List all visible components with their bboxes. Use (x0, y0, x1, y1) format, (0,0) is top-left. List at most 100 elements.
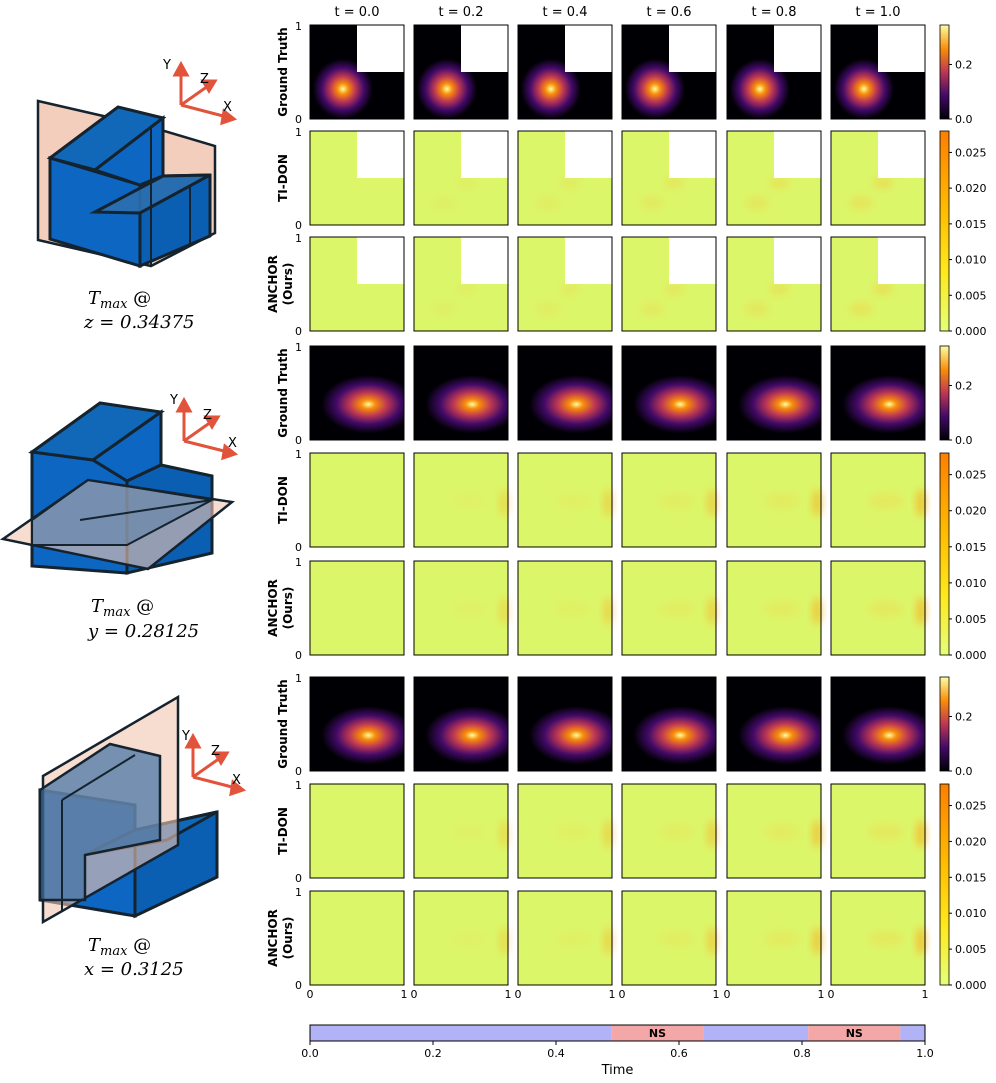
time-label: t = 1.0 (856, 5, 901, 20)
panel-frame (413, 130, 509, 226)
axis-z-letter: Z (211, 744, 220, 759)
colorbar-tick-label: 0.010 (955, 907, 987, 920)
y-tick-label: 0 (295, 979, 302, 992)
panel-frame (621, 783, 717, 879)
caption-line2: y = 0.28125 (87, 621, 199, 642)
y-tick-label: 0 (295, 219, 302, 232)
error-blob (560, 283, 580, 295)
error-blob (707, 489, 717, 517)
x-tick-label: 1 (818, 988, 825, 1001)
panel-frame (517, 783, 613, 879)
panel-frame (621, 676, 717, 772)
cutout-region (357, 25, 404, 72)
error-blob (769, 177, 789, 189)
heatmap-panel (621, 130, 717, 226)
cutout-region (461, 131, 508, 178)
error-field (310, 453, 404, 547)
error-blob (640, 302, 664, 316)
cutout-region (461, 25, 508, 72)
heatmap-field (414, 346, 508, 440)
heatmap-panel (309, 560, 405, 656)
cutout-region (357, 237, 404, 284)
heatmap-panel (621, 676, 717, 772)
colorbar-gradient (939, 452, 950, 656)
error-blob (555, 931, 591, 947)
row-label: ANCHOR (266, 909, 280, 967)
caption-line2: z = 0.34375 (83, 312, 194, 333)
y-tick-label: 0 (295, 434, 302, 447)
cutout-region (878, 237, 925, 284)
heatmap-panel (830, 236, 926, 332)
heatmap-panel (309, 452, 405, 548)
error-blob (432, 196, 456, 210)
error-blob (499, 820, 509, 848)
error-blob (745, 196, 769, 210)
colorbar-tick-label: 0.020 (955, 835, 987, 848)
timeline-xlabel: Time (601, 1063, 634, 1078)
time-label: t = 0.8 (752, 5, 797, 20)
x-tick-label: 0 (724, 988, 731, 1001)
heatmap-panel (517, 452, 613, 548)
error-blob (812, 489, 822, 517)
heatmap-panel (309, 345, 405, 441)
colorbar-tick-label: 0.020 (955, 182, 987, 195)
caption-line1: Tmax @ (91, 596, 154, 620)
heatmap-panel (517, 236, 613, 332)
row-label: Ground Truth (276, 27, 290, 116)
cutout-region (878, 131, 925, 178)
error-blob (499, 489, 509, 517)
error-blob (536, 196, 560, 210)
panel-frame (309, 24, 405, 120)
solid-face (38, 742, 162, 902)
row-label: Ground Truth (276, 679, 290, 768)
error-blob (707, 927, 717, 955)
axis-triad (175, 396, 239, 461)
heatmap-panel (413, 560, 509, 656)
cutout-region (774, 25, 821, 72)
colorbar-gradient (939, 345, 950, 441)
heatmap-panel (413, 24, 509, 120)
panel-frame (830, 676, 926, 772)
panel-frame (413, 24, 509, 120)
row-label: TI-DON (276, 807, 290, 855)
panel-frame (309, 890, 405, 986)
panel-frame (309, 452, 405, 548)
panel-frame (830, 560, 926, 656)
time-label: t = 0.6 (647, 5, 692, 20)
heatmap-panel (517, 676, 613, 772)
panel-frame (621, 24, 717, 120)
solid-face (89, 173, 211, 215)
heatmap-field (831, 346, 925, 440)
panel-frame (517, 236, 613, 332)
panel-frame (621, 236, 717, 332)
error-blob (555, 824, 591, 840)
heatmap-panel (726, 560, 822, 656)
panel-frame (621, 890, 717, 986)
cutout-region (669, 237, 716, 284)
panel-frame (726, 452, 822, 548)
row-label: Ground Truth (276, 348, 290, 437)
colorbar-tick-label: 0.000 (955, 979, 987, 992)
panel-frame (413, 560, 509, 656)
y-tick-label: 0 (295, 872, 302, 885)
error-blob (456, 177, 476, 189)
panel-frame (726, 890, 822, 986)
colorbar-gradient (939, 783, 950, 986)
cutout-region (669, 25, 716, 72)
error-blob (764, 824, 800, 840)
heatmap-panel (413, 345, 509, 441)
heatmap-panel (830, 676, 926, 772)
colorbar-tick-label: 0.005 (955, 289, 987, 302)
segment-label: NS (649, 1027, 666, 1040)
cutout-region (878, 25, 925, 72)
anchor-row: ANCHOR(Ours)10 (266, 556, 926, 662)
base-segment (310, 1025, 612, 1041)
x-tick-label: 0 (307, 988, 314, 1001)
heatmap-panel (413, 783, 509, 879)
error-blob (769, 283, 789, 295)
heatmap-panel (517, 345, 613, 441)
cutout-region (565, 237, 612, 284)
